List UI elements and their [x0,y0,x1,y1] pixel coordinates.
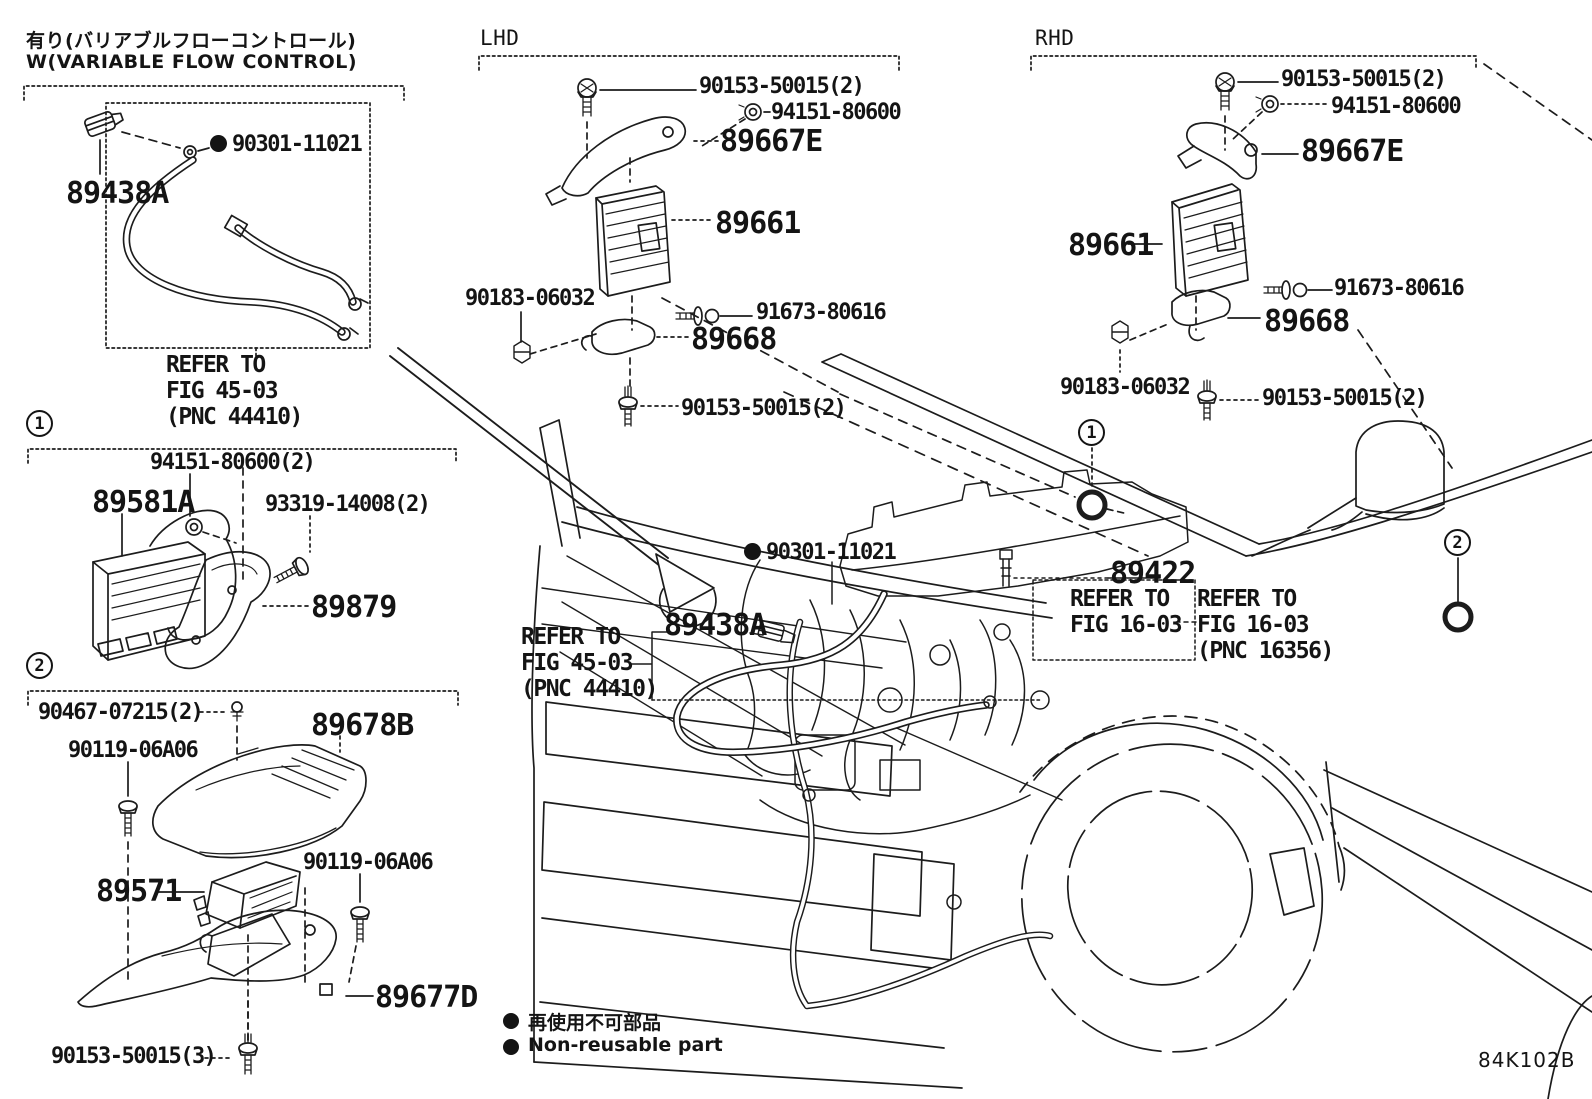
ecu-89581a-icon [92,541,206,661]
part-label-90153-3: 90153-50015(3) [51,1044,217,1069]
lhd-label-90153-top: 90153-50015(2) [699,74,865,99]
ecu-89571-icon [193,861,301,929]
non-reusable-dot [210,135,227,152]
part-label-90119-right: 90119-06A06 [303,850,434,875]
sensor-icon [757,620,796,644]
vfc-hose-drawing [84,111,369,341]
header-en: W(VARIABLE FLOW CONTROL) [26,51,358,73]
engine-label-90301: 90301-11021 [766,540,897,565]
vehicle-drawing [531,353,1592,1099]
engine-label-89438a: 89438A [664,608,767,643]
lhd-label-90183: 90183-06032 [465,286,596,311]
marker-1: 1 [26,410,53,437]
diagram-code: 84K102B [1478,1048,1576,1072]
cover-89678b-icon [152,744,367,859]
section-brackets [23,55,1477,706]
ecu-89661-icon [595,185,671,297]
placement-arrow-icon [389,347,717,628]
bracket-89668-icon [1171,289,1231,342]
engine-label-89422: 89422 [1110,556,1196,591]
non-reusable-dot [744,543,761,560]
clip-icon [1111,320,1129,344]
position-rings [1076,447,1474,633]
refer-note-vfc: REFER TO FIG 45-03 (PNC 44410) [166,352,303,430]
legend-en: Non-reusable part [528,1034,723,1056]
bracket-89879-icon [164,551,271,670]
rhd-title: RHD [1035,26,1075,50]
marker-2-location: 2 [1444,529,1471,556]
header-jp: 有り(バリアブルフローコントロール) [26,30,357,52]
sec2-drawing [77,701,374,1075]
rhd-label-94151: 94151-80600 [1331,94,1462,119]
clip-icon [230,701,244,722]
rhd-label-89667e: 89667E [1301,134,1404,169]
nut-icon [1255,95,1279,113]
ecu-89661-icon [1171,183,1249,297]
rhd-label-89668: 89668 [1264,304,1350,339]
bolt-icon [1263,280,1308,300]
bolt-icon [238,1032,258,1075]
part-label-89581a: 89581A [92,485,195,520]
bracket-89677d-icon [77,909,337,1008]
sensor-icon [999,549,1013,587]
part-label-90467: 90467-07215(2) [38,700,204,725]
nut-icon [738,103,762,121]
rhd-label-90153-top: 90153-50015(2) [1281,67,1447,92]
rhd-label-91673: 91673-80616 [1334,276,1465,301]
lhd-label-94151: 94151-80600 [771,100,902,125]
bolt-icon [1215,72,1235,111]
lhd-label-90153-bottom: 90153-50015(2) [681,396,847,421]
refer-note-1603-box: REFER TO FIG 16-03 [1070,586,1183,638]
part-label-94151-2: 94151-80600(2) [150,450,316,475]
rhd-label-90183: 90183-06032 [1060,375,1191,400]
part-label-89678b: 89678B [311,708,414,743]
bolt-icon [577,78,597,117]
part-label-90119-left: 90119-06A06 [68,738,199,763]
lhd-drawing [513,78,1076,498]
bracket-89667e-icon [1177,122,1258,180]
bolt-icon [118,800,138,837]
part-label-89438a: 89438A [66,176,169,211]
rhd-label-90153-bottom: 90153-50015(2) [1262,386,1428,411]
bracket-89668-icon [580,318,656,356]
legend-jp: 再使用不可部品 [528,1012,662,1034]
bolt-icon [618,385,638,427]
side-mirror-icon [1251,420,1445,557]
lhd-label-89667e: 89667E [720,124,823,159]
non-reusable-dot [503,1013,519,1029]
engine-drawing [629,469,1197,1010]
marker-2: 2 [26,652,53,679]
part-label-93319: 93319-14008(2) [265,492,431,517]
part-label-89677d: 89677D [375,980,478,1015]
part-label-90301: 90301-11021 [232,132,363,157]
lhd-label-89661: 89661 [715,206,801,241]
bracket-89667e-icon [545,116,687,206]
bolt-icon [273,556,309,584]
rhd-drawing [1111,63,1592,469]
refer-note-4503: REFER TO FIG 45-03 (PNC 44410) [521,624,658,702]
lhd-label-89668: 89668 [691,322,777,357]
lhd-title: LHD [480,26,520,50]
rhd-label-89661: 89661 [1068,228,1154,263]
refer-note-1603-pnc: REFER TO FIG 16-03 (PNC 16356) [1197,586,1334,664]
part-label-89879: 89879 [311,590,397,625]
clip-icon [513,340,531,364]
marker-1-location: 1 [1078,419,1105,446]
non-reusable-dot [503,1039,519,1055]
bolt-icon [350,906,370,943]
sec1-drawing [92,467,311,670]
part-label-89571: 89571 [96,874,182,909]
bolt-icon [1197,379,1217,421]
lhd-label-91673: 91673-80616 [756,300,887,325]
